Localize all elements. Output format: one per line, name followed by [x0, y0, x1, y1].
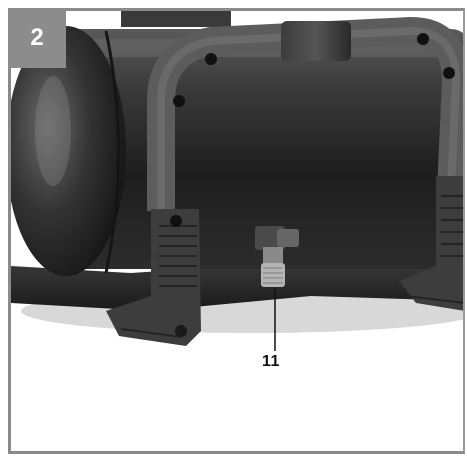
- figure-number-badge: 2: [8, 8, 66, 68]
- air-compressor-photo-icon: [11, 11, 463, 351]
- figure-frame: [8, 8, 465, 454]
- callout-label-11: 11: [262, 353, 280, 370]
